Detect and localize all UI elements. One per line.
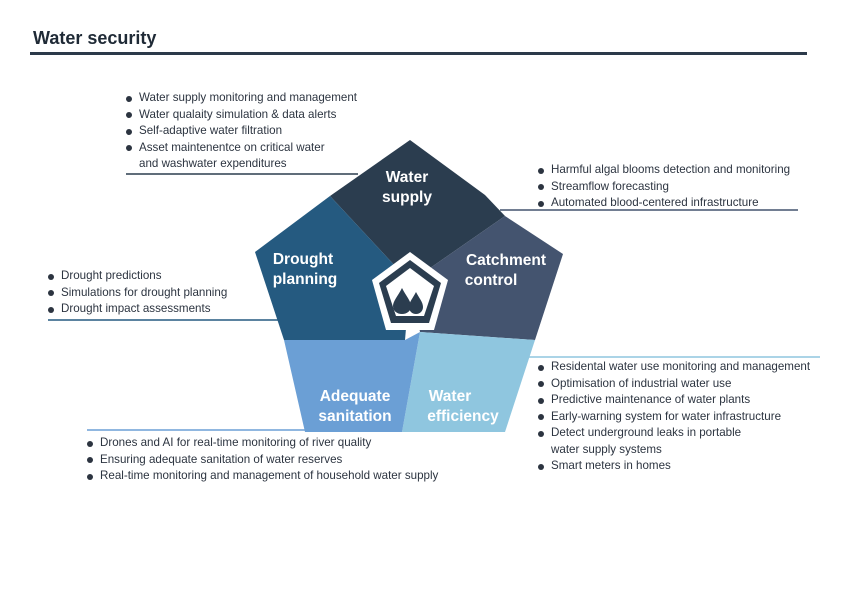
list-item: Self-adaptive water filtration [126,123,357,140]
list-item: Smart meters in homes [538,458,810,475]
segment-adequate-sanitation[interactable] [284,332,420,432]
water-drops-icon [393,288,423,314]
list-adequate-sanitation: Drones and AI for real-time monitoring o… [87,435,438,485]
list-item: Water qualaity simulation & data alerts [126,107,357,124]
list-item: Harmful algal blooms detection and monit… [538,162,790,179]
label-water-supply-line1: Water [386,169,429,186]
label-adequate-sanitation-line1: Adequate [320,388,391,405]
list-item: Drones and AI for real-time monitoring o… [87,435,438,452]
segment-water-supply[interactable] [330,140,505,282]
label-adequate-sanitation-line2: sanitation [318,408,391,425]
list-item: Automated blood-centered infrastructure [538,195,790,212]
label-drought-planning-line1: Drought [273,251,333,268]
list-item: Drought impact assessments [48,301,227,318]
list-item: Residental water use monitoring and mana… [538,359,810,376]
list-item: Ensuring adequate sanitation of water re… [87,452,438,469]
list-catchment-control: Harmful algal blooms detection and monit… [538,162,790,212]
list-item: Water supply monitoring and management [126,90,357,107]
list-item: Predictive maintenance of water plants [538,392,810,409]
page-title: Water security [33,28,157,48]
list-item: Simulations for drought planning [48,285,227,302]
list-item: Real-time monitoring and management of h… [87,468,438,485]
label-catchment-control-line1: Catchment [466,252,546,269]
label-catchment-control-line2: control [465,272,518,289]
label-water-efficiency-line2: efficiency [427,408,499,425]
segment-catchment-control[interactable] [410,216,563,340]
label-water-efficiency-line1: Water [429,388,472,405]
segment-water-efficiency[interactable] [402,332,535,432]
title-divider [30,52,807,55]
list-water-supply: Water supply monitoring and management W… [126,90,357,173]
list-item: Early-warning system for water infrastru… [538,409,810,426]
list-item: Drought predictions [48,268,227,285]
list-drought-planning: Drought predictions Simulations for drou… [48,268,227,318]
list-item: Optimisation of industrial water use [538,376,810,393]
label-water-supply-line2: supply [382,189,432,206]
segment-drought-planning[interactable] [255,196,410,340]
list-water-efficiency: Residental water use monitoring and mana… [538,359,810,475]
label-drought-planning-line2: planning [273,271,338,288]
list-item: Streamflow forecasting [538,179,790,196]
